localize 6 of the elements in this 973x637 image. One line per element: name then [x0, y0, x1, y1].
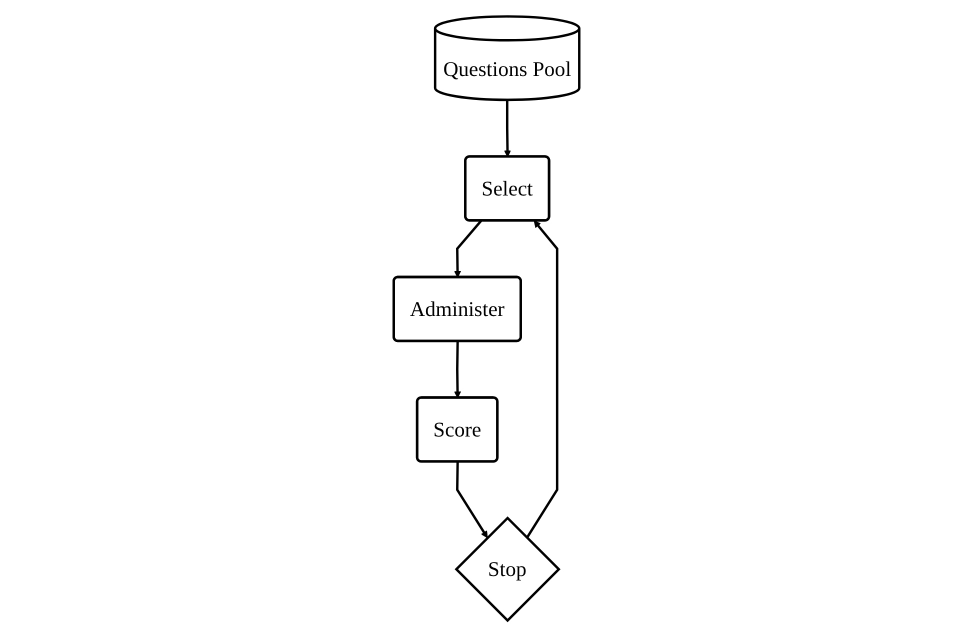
arrow	[456, 462, 488, 538]
node-diamond: Stop	[454, 516, 561, 622]
arrow	[454, 341, 462, 398]
arrow	[504, 100, 512, 158]
arrow	[454, 220, 482, 278]
arrow	[526, 220, 558, 538]
